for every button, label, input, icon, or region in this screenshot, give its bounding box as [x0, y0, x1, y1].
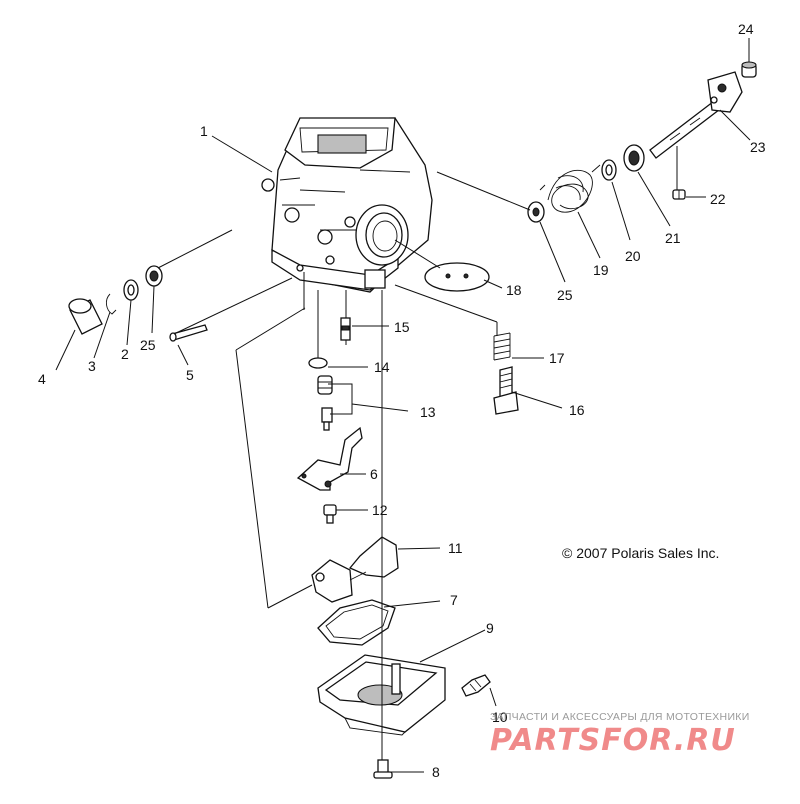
callout-25-right: 25 [557, 287, 573, 303]
leader-lines [55, 38, 751, 773]
gasket-7 [317, 599, 396, 646]
screw-22 [672, 189, 686, 200]
callout-10: 10 [492, 709, 508, 725]
plate-18 [424, 262, 490, 292]
throttle-shaft-23 [649, 71, 743, 159]
drain-screw-10 [461, 674, 491, 697]
callout-18: 18 [506, 282, 522, 298]
callout-19: 19 [593, 262, 609, 278]
callout-14: 14 [374, 359, 390, 375]
seal-21 [623, 144, 645, 172]
screw-8 [373, 759, 393, 779]
cap-24 [741, 61, 757, 78]
cap-4 [68, 298, 103, 335]
jet-15 [340, 317, 351, 341]
callout-4: 4 [38, 371, 46, 387]
callout-23: 23 [750, 139, 766, 155]
copyright-notice: © 2007 Polaris Sales Inc. [562, 545, 719, 561]
spring-17 [493, 332, 511, 361]
float-11 [311, 536, 399, 603]
callout-6: 6 [370, 466, 378, 482]
washer-2 [123, 279, 139, 301]
watermark: ЗАПЧАСТИ И АКСЕССУАРЫ ДЛЯ МОТОТЕХНИКИ PA… [490, 711, 750, 758]
callout-2: 2 [121, 346, 129, 362]
callout-24: 24 [738, 21, 754, 37]
callout-16: 16 [569, 402, 585, 418]
callout-5: 5 [186, 367, 194, 383]
callout-25-left: 25 [140, 337, 156, 353]
shaft-5 [169, 324, 208, 342]
spring-19 [539, 164, 601, 213]
carburetor-body [261, 117, 433, 293]
callout-11: 11 [448, 540, 463, 556]
callout-13: 13 [420, 404, 436, 420]
washer-25-right [527, 201, 545, 223]
watermark-logo: PARTSFOR.RU [490, 723, 736, 758]
screw-12 [323, 504, 337, 524]
callout-1: 1 [200, 123, 208, 139]
callout-8: 8 [432, 764, 440, 780]
callout-7: 7 [450, 592, 458, 608]
oring-14 [308, 357, 328, 369]
watermark-tagline: ЗАПЧАСТИ И АКСЕССУАРЫ ДЛЯ МОТОТЕХНИКИ [490, 711, 750, 723]
callout-22: 22 [710, 191, 726, 207]
needle-valve-13 [317, 375, 333, 431]
bracket-6 [296, 426, 363, 491]
callout-20: 20 [625, 248, 641, 264]
callout-3: 3 [88, 358, 96, 374]
callout-17: 17 [549, 350, 565, 366]
pilot-screw-16 [493, 366, 519, 415]
bearing-25-left [145, 265, 163, 287]
callout-12: 12 [372, 502, 388, 518]
callout-15: 15 [394, 319, 410, 335]
washer-20 [601, 159, 617, 181]
callout-labels: 1 2 3 4 5 25 6 7 8 9 10 11 12 13 14 15 1… [38, 21, 766, 780]
clip-3 [105, 293, 117, 315]
callout-9: 9 [486, 620, 494, 636]
callout-21: 21 [665, 230, 681, 246]
